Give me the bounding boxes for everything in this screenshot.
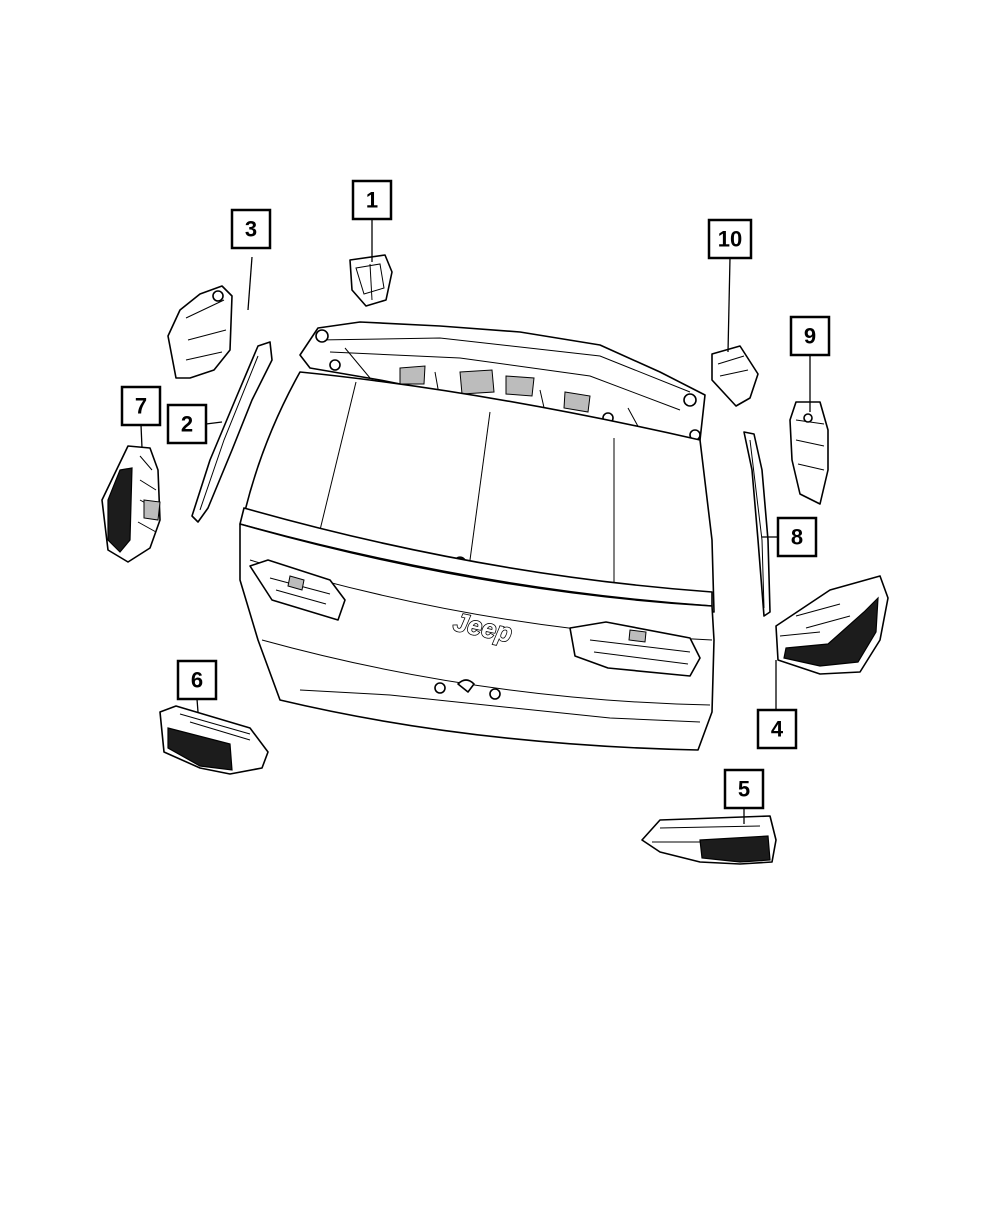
- callout-8: 8: [776, 516, 818, 558]
- leader-lines: [140, 219, 811, 824]
- part-2-left-molding: [191, 341, 273, 523]
- callout-10: 10: [707, 218, 753, 260]
- part-9-right-cap: [789, 401, 829, 505]
- liftgate-assembly: Jeep: [239, 321, 715, 751]
- callout-3-label: 3: [245, 217, 257, 242]
- part-5-right-lower-lamp: [641, 815, 777, 865]
- callout-7: 7: [120, 385, 162, 427]
- callout-3: 3: [230, 208, 272, 250]
- callout-6-label: 6: [191, 668, 203, 693]
- callout-4: 4: [756, 708, 798, 750]
- callout-4-label: 4: [771, 717, 784, 742]
- part-3-left-cap: [167, 285, 233, 379]
- callout-2-label: 2: [181, 412, 193, 437]
- callout-5: 5: [723, 768, 765, 810]
- callout-5-label: 5: [738, 777, 750, 802]
- callout-8-label: 8: [791, 525, 803, 550]
- part-1-bracket: [349, 254, 393, 307]
- part-7-left-tail-lamp: [101, 445, 161, 563]
- callout-9: 9: [789, 315, 831, 357]
- part-6-left-lower-lamp: [159, 705, 269, 775]
- callout-6: 6: [176, 659, 218, 701]
- callout-1-label: 1: [366, 188, 378, 213]
- callout-10-label: 10: [718, 227, 742, 252]
- part-10-right-cover: [711, 345, 759, 407]
- callout-9-label: 9: [804, 324, 816, 349]
- part-4-right-tail-lamp: [775, 575, 889, 675]
- callout-2: 2: [166, 403, 208, 445]
- callout-1: 1: [351, 179, 393, 221]
- part-8-right-molding: [743, 431, 771, 617]
- callout-7-label: 7: [135, 394, 147, 419]
